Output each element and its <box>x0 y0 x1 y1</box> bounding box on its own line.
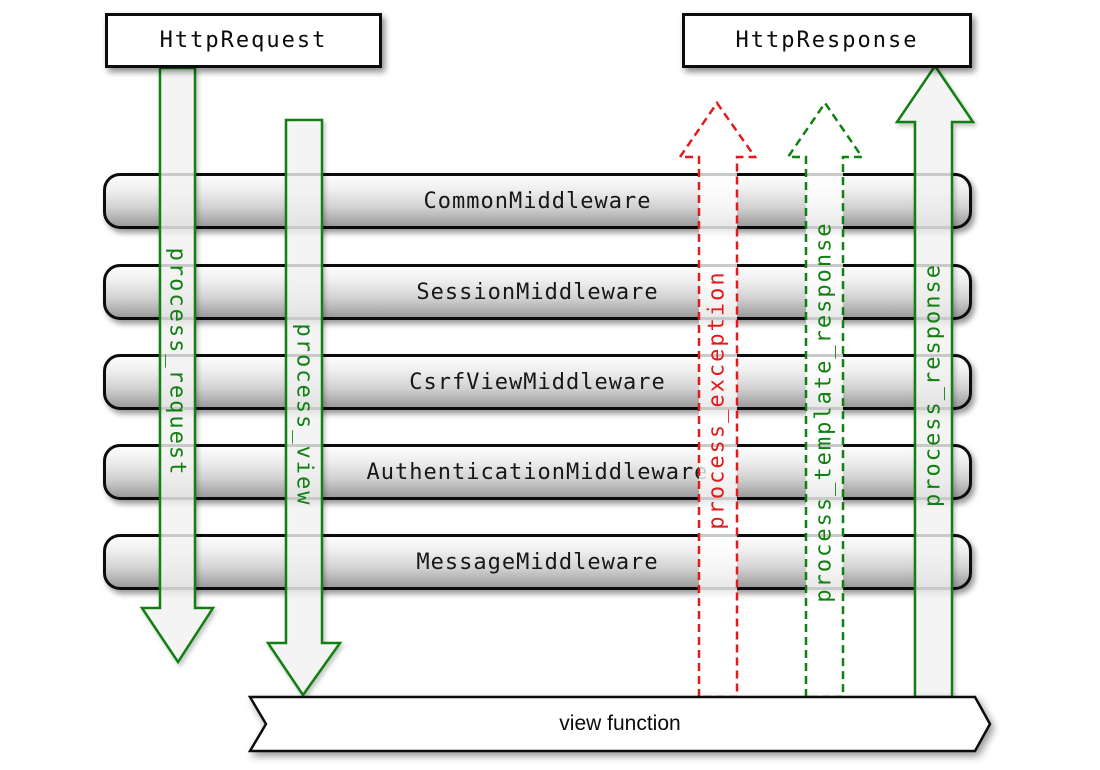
middleware-bar-label: SessionMiddleware <box>416 279 659 305</box>
middleware-bar-label: CommonMiddleware <box>423 188 652 214</box>
http-response-label: HttpResponse <box>735 28 919 53</box>
process-exception-arrow <box>677 100 758 699</box>
http-response-box: HttpResponse <box>682 13 972 68</box>
process-response-arrow <box>894 63 976 699</box>
http-request-label: HttpRequest <box>159 28 328 53</box>
middleware-bar-label: CsrfViewMiddleware <box>409 369 666 395</box>
process-request-arrow <box>139 66 216 665</box>
process-template-response-arrow <box>785 100 865 699</box>
middleware-bar-label: MessageMiddleware <box>416 549 659 575</box>
process-view-arrow <box>265 118 343 698</box>
view-function-label: view function <box>559 712 681 735</box>
middleware-bar-label: AuthenticationMiddleware <box>366 459 709 485</box>
http-request-box: HttpRequest <box>105 13 382 68</box>
view-function-ribbon-shape <box>247 695 992 753</box>
